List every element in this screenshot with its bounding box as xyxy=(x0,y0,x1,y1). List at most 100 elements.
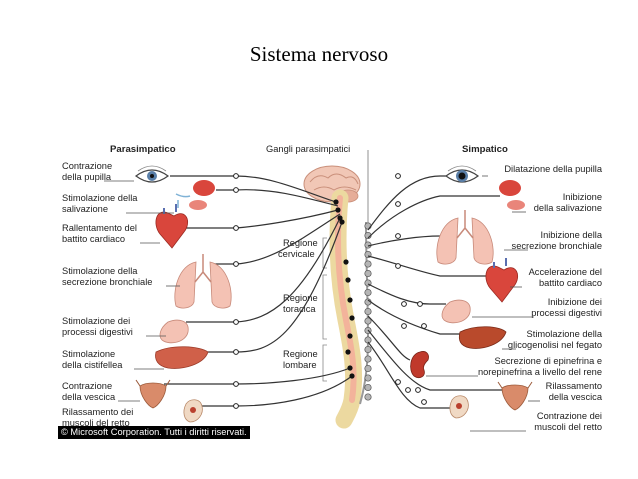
right-label-9b: muscoli del retto xyxy=(534,422,602,432)
sympathetic-ganglion xyxy=(364,355,372,363)
nerve-origin-dot xyxy=(333,199,339,205)
synapse-dot xyxy=(405,387,411,393)
synapse-dot xyxy=(401,301,407,307)
synapse-dot xyxy=(233,261,239,267)
synapse-dot xyxy=(395,201,401,207)
synapse-dot xyxy=(233,403,239,409)
left-label-2a: Stimolazione della xyxy=(62,193,138,203)
sympathetic-nerve xyxy=(367,175,446,231)
parasympathetic-header: Parasimpatico xyxy=(110,144,176,155)
sympathetic-ganglion xyxy=(364,393,372,401)
right-label-6a: Stimolazione della xyxy=(527,329,603,339)
left-label-4b: secrezione bronchiale xyxy=(62,277,152,287)
stomach-icon xyxy=(159,319,189,344)
svg-text:lombare: lombare xyxy=(283,360,317,370)
left-label-1a: Contrazione xyxy=(62,161,112,171)
copyright-banner: © Microsoft Corporation. Tutti i diritti… xyxy=(58,426,250,439)
parasympathetic-nerve xyxy=(200,375,353,407)
right-label-2a: Inibizione xyxy=(563,192,602,202)
sympathetic-ganglion xyxy=(364,345,372,354)
sympathetic-nerve xyxy=(367,341,452,409)
salivary-gland-icon xyxy=(499,180,525,210)
right-label-8a: Rilassamento xyxy=(546,381,602,391)
left-label-3b: battito cardiaco xyxy=(62,234,125,244)
left-label-2b: salivazione xyxy=(62,204,108,214)
liver-icon xyxy=(458,326,507,349)
nerve-origin-dot xyxy=(345,277,351,283)
parasympathetic-nerve xyxy=(208,221,343,353)
svg-text:Regione: Regione xyxy=(283,349,318,359)
svg-text:cervicale: cervicale xyxy=(278,249,315,259)
parasympathetic-nerve xyxy=(216,189,339,207)
rectum-icon xyxy=(449,395,469,419)
bladder-icon xyxy=(135,379,171,409)
right-label-9a: Contrazione dei xyxy=(537,411,602,421)
kidney-icon xyxy=(410,351,429,378)
parasympathetic-nerve xyxy=(180,209,339,229)
right-label-7a: Secrezione di epinefrina e xyxy=(495,356,603,366)
bladder-icon xyxy=(497,381,533,411)
sympathetic-ganglion xyxy=(364,364,372,373)
synapse-dot xyxy=(401,323,407,329)
left-label-5a: Stimolazione dei xyxy=(62,316,130,326)
sympathetic-ganglion xyxy=(364,269,372,278)
rectum-icon xyxy=(183,399,203,423)
left-labels: Contrazione della pupilla Stimolazione d… xyxy=(62,161,152,428)
right-label-6b: glicogenolisi nel fegato xyxy=(508,340,602,350)
left-label-8a: Rilassamento dei xyxy=(62,407,133,417)
sympathetic-nerve xyxy=(367,283,446,305)
nerve-origin-dot xyxy=(349,315,355,321)
region-thoracic: Regione toracica xyxy=(283,274,327,340)
lungs-icon xyxy=(174,254,232,309)
right-label-1a: Dilatazione della pupilla xyxy=(504,164,603,174)
sympathetic-nerve xyxy=(367,255,490,277)
synapse-dot xyxy=(395,379,401,385)
stomach-icon xyxy=(441,299,471,324)
region-lumbar: Regione lombare xyxy=(283,344,327,382)
nerve-pathways xyxy=(164,173,502,409)
sympathetic-ganglion xyxy=(364,307,372,316)
heart-icon xyxy=(155,204,188,249)
sympathetic-ganglion xyxy=(364,336,372,344)
sympathetic-header: Simpatico xyxy=(462,144,508,155)
right-label-7b: norepinefrina a livello del rene xyxy=(478,367,602,377)
eye-icon xyxy=(444,165,480,183)
left-label-6a: Stimolazione xyxy=(62,349,115,359)
nerve-origin-dot xyxy=(347,297,353,303)
eye-icon xyxy=(134,165,170,183)
sympathetic-nerve xyxy=(367,195,500,239)
left-label-4a: Stimolazione della xyxy=(62,266,138,276)
region-cervical: Regione cervicale xyxy=(278,237,327,269)
salivary-gland-icon xyxy=(175,180,215,210)
parasympathetic-nerve xyxy=(214,213,341,265)
synapse-dot xyxy=(395,233,401,239)
left-label-7b: della vescica xyxy=(62,392,116,402)
sympathetic-ganglion xyxy=(364,383,372,392)
synapse-dot xyxy=(395,173,401,179)
nerve-origin-dot xyxy=(347,333,353,339)
nerve-origin-dot xyxy=(343,259,349,265)
parasympathetic-ganglia-header: Gangli parasimpatici xyxy=(266,144,350,154)
svg-text:toracica: toracica xyxy=(283,304,316,314)
right-label-4a: Accelerazione del xyxy=(529,267,602,277)
spinal-column-icon xyxy=(329,189,370,429)
left-label-8b: muscoli del retto xyxy=(62,418,130,428)
left-label-1b: della pupilla xyxy=(62,172,112,182)
parasympathetic-nerve xyxy=(186,217,341,323)
synapse-dot xyxy=(233,173,239,179)
sympathetic-nerve xyxy=(367,329,502,391)
right-label-5b: processi digestivi xyxy=(531,308,602,318)
right-label-8b: della vescica xyxy=(549,392,603,402)
synapse-dot xyxy=(233,225,239,231)
synapse-dot xyxy=(233,187,239,193)
nerve-origin-dot xyxy=(345,349,351,355)
sympathetic-ganglion xyxy=(364,374,372,382)
sympathetic-ganglion xyxy=(364,317,372,325)
sympathetic-nerve xyxy=(367,315,411,361)
sympathetic-ganglion xyxy=(364,260,372,268)
sympathetic-nerve xyxy=(367,299,462,335)
right-labels: Dilatazione della pupilla Inibizione del… xyxy=(478,164,603,432)
synapse-dot xyxy=(233,349,239,355)
synapse-dot xyxy=(415,387,421,393)
